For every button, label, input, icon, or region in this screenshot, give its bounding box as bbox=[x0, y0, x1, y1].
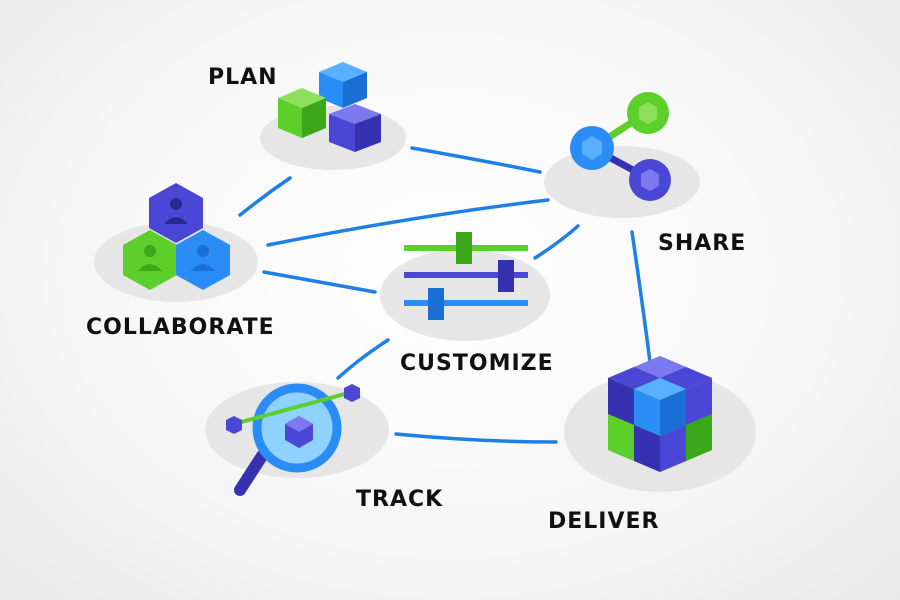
link-customize-track bbox=[336, 338, 390, 380]
share-platform bbox=[544, 146, 700, 218]
deliver-label: DELIVER bbox=[548, 509, 660, 534]
team-hexagons-icon bbox=[123, 183, 230, 290]
link-collaborate-customize bbox=[262, 270, 377, 294]
plan-label: PLAN bbox=[208, 65, 278, 90]
collaborate-label: COLLABORATE bbox=[86, 315, 275, 340]
link-share-deliver bbox=[630, 230, 652, 364]
customize-label: CUSTOMIZE bbox=[400, 351, 554, 376]
magnifier-icon bbox=[226, 383, 360, 496]
rubiks-cube-icon bbox=[608, 356, 712, 472]
node-collaborate: COLLABORATE bbox=[86, 183, 275, 340]
track-label: TRACK bbox=[356, 487, 443, 512]
link-plan-share bbox=[410, 146, 542, 174]
link-customize-share bbox=[533, 224, 580, 260]
node-plan: PLAN bbox=[208, 62, 406, 170]
cubes-icon bbox=[278, 62, 381, 152]
node-deliver: DELIVER bbox=[548, 356, 756, 534]
node-track: TRACK bbox=[205, 382, 443, 512]
node-share: SHARE bbox=[544, 92, 746, 256]
share-label: SHARE bbox=[658, 231, 746, 256]
link-plan-collaborate bbox=[238, 176, 292, 217]
link-collaborate-share bbox=[266, 198, 550, 247]
share-nodes-icon bbox=[570, 92, 671, 201]
sliders-icon bbox=[404, 232, 528, 320]
link-track-deliver bbox=[394, 432, 558, 444]
node-customize: CUSTOMIZE bbox=[380, 232, 554, 376]
connections bbox=[238, 146, 652, 444]
